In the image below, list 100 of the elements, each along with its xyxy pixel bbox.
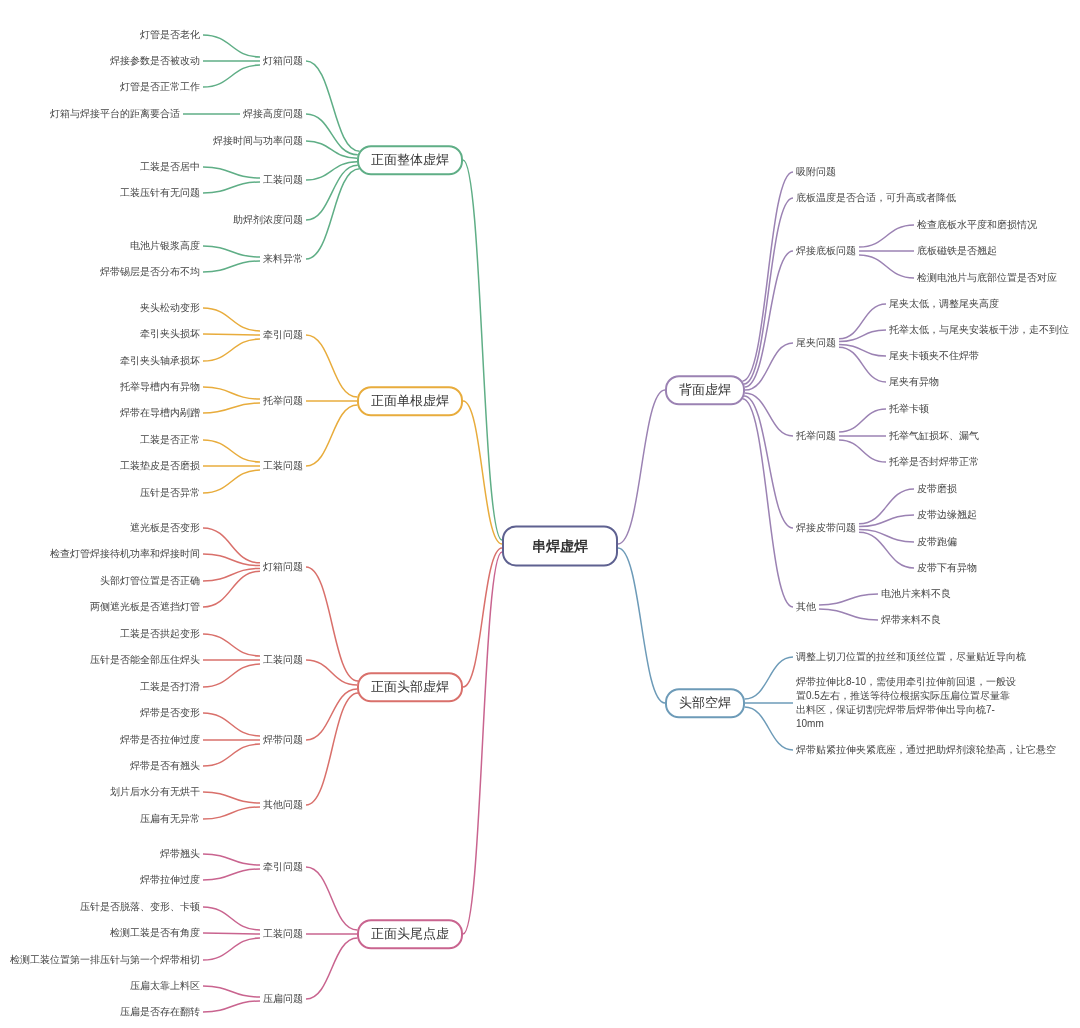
branch-line (202, 260, 261, 273)
branch-line (744, 342, 794, 391)
subtopic-text: 焊接高度问题 (240, 107, 306, 121)
subtopic-text: 工装垫皮是否磨损 (117, 459, 203, 473)
subtopic-text: 压针是否异常 (137, 486, 203, 500)
subtopic-text: 灯管是否正常工作 (117, 80, 203, 94)
subtopic-text: 尾夹问题 (793, 336, 839, 350)
branch-line (858, 488, 915, 525)
subtopic-text: 压扁是否存在翻转 (117, 1005, 203, 1019)
subtopic-text: 灯箱问题 (260, 560, 306, 574)
branch-line (305, 933, 358, 935)
branch-line (202, 663, 261, 688)
subtopic-text: 牵引夹头轴承损坏 (117, 354, 203, 368)
branch-line (462, 400, 503, 545)
branch-line (617, 547, 666, 704)
subtopic-text: 吸附问题 (793, 165, 839, 179)
branch-line (305, 659, 358, 686)
subtopic-text: 底板温度是否合适，可升高或者降低 (793, 191, 959, 205)
subtopic-text: 电池片银浆高度 (127, 239, 203, 253)
main-topic: 正面单根虚焊 (357, 386, 463, 416)
subtopic-text: 来料异常 (260, 252, 306, 266)
main-topic: 正面整体虚焊 (357, 145, 463, 175)
subtopic-text: 工装是否正常 (137, 433, 203, 447)
branch-line (202, 791, 261, 804)
branch-line (744, 250, 794, 388)
subtopic-text: 工装问题 (260, 459, 306, 473)
subtopic-text: 压扁太靠上料区 (127, 979, 203, 993)
branch-line (305, 113, 359, 156)
branch-line (305, 866, 359, 931)
branch-line (744, 392, 794, 437)
branch-line (305, 168, 361, 260)
branch-line (202, 712, 261, 737)
branch-line (305, 140, 358, 159)
subtopic-text: 工装问题 (260, 927, 306, 941)
subtopic-text: 工装问题 (260, 173, 306, 187)
branch-line (202, 1000, 261, 1013)
branch-line (202, 245, 261, 258)
subtopic-text: 托举太低，与尾夹安装板干涉，走不到位 (886, 323, 1072, 337)
branch-line (858, 250, 915, 252)
subtopic-text: 焊接皮带问题 (793, 521, 859, 535)
subtopic-text: 工装压针有无问题 (117, 186, 203, 200)
branch-line (202, 402, 261, 414)
subtopic-text: 皮带跑偏 (914, 535, 960, 549)
branch-line (838, 408, 887, 433)
subtopic-text: 焊带在导槽内剐蹭 (117, 406, 203, 420)
branch-line (858, 224, 915, 248)
subtopic-text: 工装问题 (260, 653, 306, 667)
branch-line (202, 868, 261, 881)
branch-line (182, 113, 241, 115)
subtopic-text: 检查灯管焊接待机功率和焊接时间 (47, 547, 203, 561)
branch-line (202, 659, 261, 661)
subtopic-text: 灯管是否老化 (137, 28, 203, 42)
subtopic-text: 其他 (793, 600, 819, 614)
branch-line (202, 570, 261, 608)
subtopic-text: 压扁有无异常 (137, 812, 203, 826)
subtopic-text: 焊带是否有翘头 (127, 759, 203, 773)
subtopic-text: 电池片来料不良 (878, 587, 954, 601)
branch-line (838, 346, 887, 383)
subtopic-text: 检查底板水平度和磨损情况 (914, 218, 1040, 232)
branch-line (858, 514, 915, 528)
subtopic-text: 托举导槽内有异物 (117, 380, 203, 394)
subtopic-text: 托举卡顿 (886, 402, 932, 416)
subtopic-text: 头部灯管位置是否正确 (97, 574, 203, 588)
subtopic-text: 压针是否能全部压住焊头 (87, 653, 203, 667)
subtopic-text: 焊带锡层是否分布不均 (97, 265, 203, 279)
branch-line (818, 608, 879, 621)
subtopic-text: 托举是否封焊带正常 (886, 455, 982, 469)
subtopic-text: 焊带翘头 (157, 847, 203, 861)
subtopic-text: 底板磁铁是否翘起 (914, 244, 1000, 258)
branch-line (305, 400, 358, 402)
branch-line (305, 937, 359, 1000)
subtopic-text: 工装是否居中 (137, 160, 203, 174)
subtopic-text: 调整上切刀位置的拉丝和顶丝位置，尽量贴近导向梳 (793, 650, 1029, 664)
branch-line (305, 688, 358, 741)
branch-line (462, 551, 503, 935)
branch-line (202, 333, 261, 336)
subtopic-text: 划片后水分有无烘干 (107, 785, 203, 799)
branch-line (743, 395, 794, 529)
subtopic-text: 焊带拉伸比8-10，需使用牵引拉伸前回退，一般设置0.5左右，推送等待位根据实际压扁位置尽量靠出料区，保证切割完焊带后焊带伸出导向梳7-10mm (793, 675, 1021, 731)
branch-line (305, 164, 359, 221)
subtopic-text: 牵引问题 (260, 860, 306, 874)
branch-line (743, 197, 794, 385)
subtopic-text: 两侧遮光板是否遮挡灯管 (87, 600, 203, 614)
subtopic-text: 焊带拉伸过度 (137, 873, 203, 887)
branch-line (305, 692, 359, 806)
main-topic: 正面头尾点虚 (357, 919, 463, 949)
branch-line (202, 439, 261, 463)
branch-line (202, 567, 261, 582)
subtopic-text: 托举问题 (260, 394, 306, 408)
subtopic-text: 压针是否脱落、变形、卡顿 (77, 900, 203, 914)
branch-line (202, 469, 261, 494)
subtopic-text: 焊接参数是否被改动 (107, 54, 203, 68)
branch-line (202, 338, 261, 362)
subtopic-text: 工装是否打滑 (137, 680, 203, 694)
subtopic-text: 助焊剂浓度问题 (230, 213, 306, 227)
branch-line (462, 159, 503, 541)
branch-line (202, 60, 261, 62)
main-topic: 头部空焊 (665, 688, 745, 718)
subtopic-text: 托举气缸损坏、漏气 (886, 429, 982, 443)
branch-line (617, 389, 666, 545)
